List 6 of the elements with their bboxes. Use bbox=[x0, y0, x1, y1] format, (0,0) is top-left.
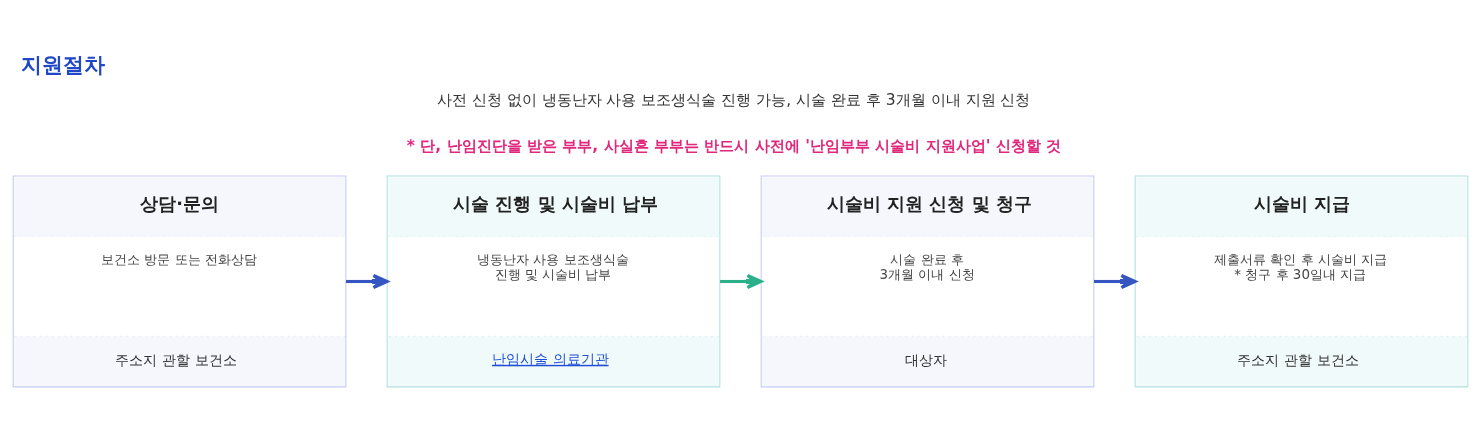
label: 사전 신청 없이 냉동난자 사용 보조생식술 진행 가능, 시술 완료 후 3개월 이내 지원 신청 bbox=[436, 90, 1031, 109]
arrow bbox=[720, 273, 763, 289]
arrow bbox=[1094, 273, 1137, 289]
label: * 단, 난임진단을 받은 부부, 사실혼 부부는 반드시 사전에 '난임부부 시술비 지원사업' 신청할 것 bbox=[406, 136, 1062, 155]
arrow bbox=[346, 273, 389, 289]
diagram-title: 지원절차 bbox=[21, 52, 106, 77]
